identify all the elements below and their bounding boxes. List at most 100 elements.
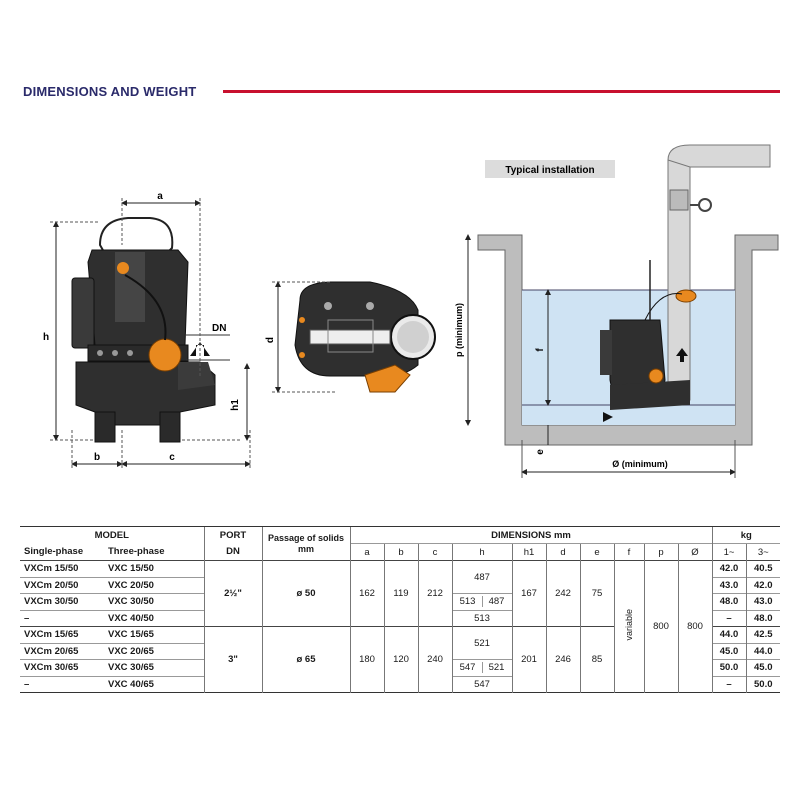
cell-single: –	[20, 609, 108, 627]
dim-dn-label: DN	[212, 323, 226, 334]
cell-kg3: 44.0	[745, 642, 780, 660]
dim-h1-label: h1	[230, 399, 241, 411]
dim-e-label: e	[535, 449, 546, 455]
cell-e: 75	[579, 560, 614, 627]
cell-three: VXC 15/65	[108, 626, 204, 643]
dim-a-label: a	[157, 191, 163, 202]
cell-three: VXC 30/65	[108, 659, 204, 676]
cell-h-mid: 513 487	[451, 593, 512, 610]
installation-caption-box	[485, 160, 615, 178]
th-col-d: d	[545, 543, 580, 561]
cell-h-mid-left: 513	[454, 596, 483, 608]
cell-kg3: 50.0	[745, 675, 780, 693]
dim-f-label: f	[535, 348, 546, 352]
cell-kg1: 50.0	[711, 659, 746, 676]
cell-e: 85	[579, 626, 614, 693]
cell-single: VXCm 20/50	[20, 576, 108, 594]
cell-p: 800	[643, 560, 678, 693]
cell-kg3: 40.5	[745, 560, 780, 577]
th-col-c: c	[417, 543, 452, 561]
cell-h-bottom: 513	[451, 609, 512, 627]
cell-single: VXCm 15/65	[20, 626, 108, 643]
cell-port: 2½"	[203, 560, 262, 627]
cell-h-bottom: 547	[451, 675, 512, 693]
cell-kg3: 42.0	[745, 576, 780, 594]
cell-h-top: 521	[451, 626, 512, 660]
cell-a: 162	[349, 560, 384, 627]
cell-passage: ø 50	[261, 560, 350, 627]
cell-kg3: 45.0	[745, 659, 780, 676]
cell-single: VXCm 30/65	[20, 659, 108, 676]
cell-h-mid-right: 487	[488, 596, 505, 608]
cell-c: 212	[417, 560, 452, 627]
cell-d: 242	[545, 560, 580, 627]
th-dn: DN	[203, 543, 262, 561]
cell-h1: 201	[511, 626, 546, 693]
cell-three: VXC 40/65	[108, 675, 204, 693]
dim-c-label: c	[169, 452, 175, 463]
th-kg-3: 3~	[745, 543, 780, 561]
dim-diameter-label: Ø (minimum)	[612, 459, 668, 469]
th-col-e: e	[579, 543, 614, 561]
cell-h-mid-left: 547	[454, 662, 483, 674]
cell-f: variable	[613, 560, 644, 693]
cell-c: 240	[417, 626, 452, 693]
cell-a: 180	[349, 626, 384, 693]
dim-h-label: h	[43, 332, 49, 343]
cell-kg1: 48.0	[711, 593, 746, 610]
cell-b: 119	[383, 560, 418, 627]
section-title: DIMENSIONS AND WEIGHT	[23, 84, 197, 99]
cell-kg1: 42.0	[711, 560, 746, 577]
cell-kg3: 42.5	[745, 626, 780, 643]
th-port: PORT	[203, 526, 262, 544]
th-col-b: b	[383, 543, 418, 561]
th-col-a: a	[349, 543, 384, 561]
cell-h1: 167	[511, 560, 546, 627]
cell-single: VXCm 20/65	[20, 642, 108, 660]
cell-three: VXC 20/65	[108, 642, 204, 660]
dim-d-label: d	[265, 337, 276, 343]
cell-three: VXC 15/50	[108, 560, 204, 577]
th-kg: kg	[711, 526, 780, 544]
th-col-f: f	[613, 543, 644, 561]
pump-top-view	[272, 281, 436, 393]
th-single-phase: Single-phase	[24, 546, 84, 558]
cell-three: VXC 40/50	[108, 609, 204, 627]
cell-kg1: 45.0	[711, 642, 746, 660]
cell-kg1: 43.0	[711, 576, 746, 594]
cell-h-mid-right: 521	[488, 662, 505, 674]
cell-diam: 800	[677, 560, 712, 693]
th-col-h: h	[451, 543, 512, 561]
th-col-h1: h1	[511, 543, 546, 561]
th-col-p: p	[643, 543, 678, 561]
cell-h-top: 487	[451, 560, 512, 594]
dim-b-label: b	[94, 452, 100, 463]
cell-kg1: –	[711, 675, 746, 693]
th-dimensions: DIMENSIONS mm	[349, 526, 712, 544]
cell-kg1: –	[711, 609, 746, 627]
cell-d: 246	[545, 626, 580, 693]
cell-port: 3"	[203, 626, 262, 693]
cell-b: 120	[383, 626, 418, 693]
pump-front-view	[50, 198, 251, 470]
cell-kg3: 48.0	[745, 609, 780, 627]
pit-diagram	[465, 144, 779, 478]
f-variable: variable	[624, 609, 634, 641]
dimensions-table: MODEL PORT Passage of solids mm DIMENSIO…	[20, 526, 780, 693]
cell-three: VXC 20/50	[108, 576, 204, 594]
cell-single: VXCm 15/50	[20, 560, 108, 577]
installation-caption: Typical installation	[505, 165, 594, 176]
cell-h-mid: 547 521	[451, 659, 512, 676]
technical-drawings: a h DN h1 b c d Typical installation	[43, 144, 779, 478]
th-passage: Passage of solids mm	[261, 526, 350, 561]
th-model: MODEL	[20, 526, 204, 544]
cell-kg3: 43.0	[745, 593, 780, 610]
cell-single: VXCm 30/50	[20, 593, 108, 610]
cell-kg1: 44.0	[711, 626, 746, 643]
cell-single: –	[20, 675, 108, 693]
dimensions-table-wrapper: MODEL PORT Passage of solids mm DIMENSIO…	[20, 526, 780, 693]
cell-three: VXC 30/50	[108, 593, 204, 610]
th-col-diam: Ø	[677, 543, 712, 561]
dim-p-label: p (minimum)	[454, 303, 464, 357]
th-three-phase: Three-phase	[108, 546, 165, 558]
